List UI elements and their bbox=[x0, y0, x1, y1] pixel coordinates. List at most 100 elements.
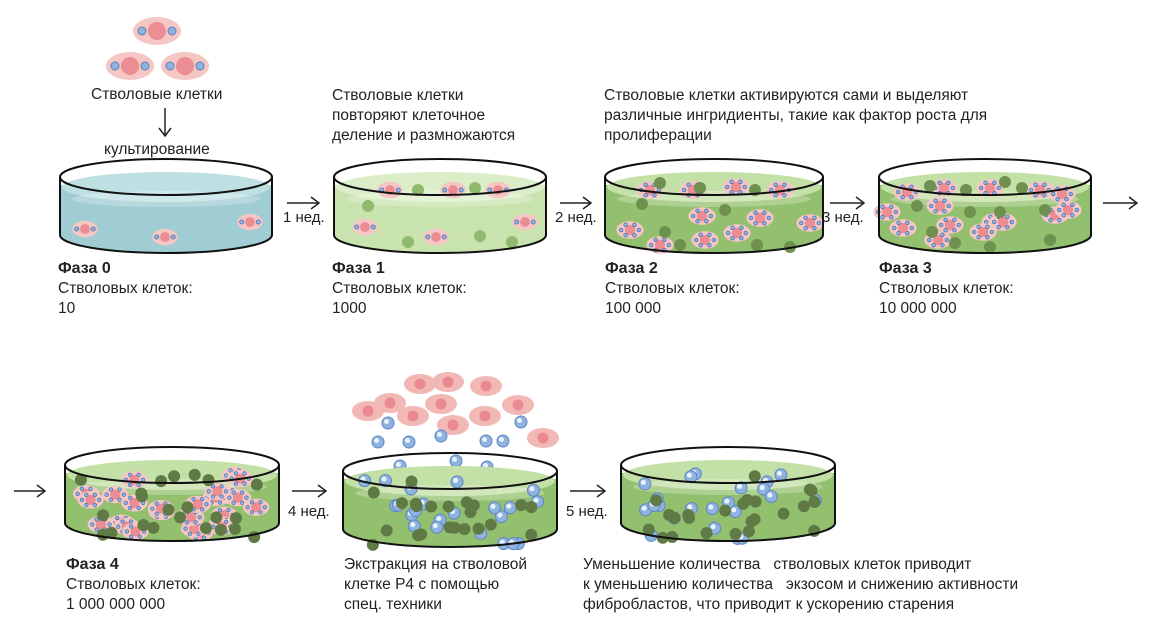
particle-icon bbox=[805, 484, 818, 497]
phase-title: Фаза 4 bbox=[66, 556, 119, 573]
description-line: к уменьшению количества экзосом и снижен… bbox=[583, 576, 1019, 593]
stem-cells-cluster bbox=[106, 17, 209, 80]
particle-icon bbox=[994, 206, 1006, 218]
right-arrow-icon bbox=[560, 196, 593, 210]
particle-icon bbox=[1044, 234, 1056, 246]
particle-icon bbox=[748, 470, 761, 483]
arrow-label-week-5: 5 нед. bbox=[566, 503, 608, 520]
particle-icon bbox=[199, 522, 212, 535]
phase-count-label: Стволовых клеток: bbox=[58, 280, 193, 297]
extracted-cell-icon bbox=[469, 406, 501, 426]
stem-cells-label: Стволовые клетки bbox=[91, 86, 223, 103]
exosome-icon bbox=[764, 490, 778, 504]
exosome-icon bbox=[378, 474, 392, 488]
arrow-label-week-1: 1 нед. bbox=[283, 209, 325, 226]
description-line: спец. техники bbox=[344, 596, 442, 613]
extracted-cell-icon bbox=[432, 372, 464, 392]
stem-cell-icon bbox=[242, 498, 270, 516]
right-arrow-icon bbox=[292, 484, 328, 498]
particle-icon bbox=[412, 529, 425, 542]
description-line: Экстракция на стволовой bbox=[344, 556, 528, 573]
particle-icon bbox=[654, 177, 666, 189]
particle-icon bbox=[105, 526, 118, 539]
particle-icon bbox=[742, 525, 755, 538]
particle-icon bbox=[469, 182, 481, 194]
particle-icon bbox=[155, 475, 168, 488]
particle-icon bbox=[751, 239, 763, 251]
right-arrows bbox=[14, 196, 1139, 498]
stem-cell-icon bbox=[746, 209, 774, 227]
particle-icon bbox=[181, 501, 194, 514]
particle-icon bbox=[442, 500, 455, 513]
particle-icon bbox=[147, 521, 160, 534]
particle-icon bbox=[1039, 204, 1051, 216]
exosome-icon bbox=[479, 434, 493, 448]
particle-icon bbox=[674, 239, 686, 251]
particle-icon bbox=[210, 511, 223, 524]
stem-cell-icon bbox=[976, 179, 1004, 197]
culture-label: культирование bbox=[104, 141, 210, 158]
exosome-icon bbox=[449, 454, 463, 468]
particle-icon bbox=[409, 497, 422, 510]
exosome-icon bbox=[434, 429, 448, 443]
particle-icon bbox=[137, 518, 150, 531]
particle-icon bbox=[525, 528, 538, 541]
particle-icon bbox=[202, 474, 215, 487]
particle-icon bbox=[949, 237, 961, 249]
stem-cell-icon bbox=[616, 221, 644, 239]
stem-cell-icon bbox=[722, 178, 750, 196]
particle-icon bbox=[719, 204, 731, 216]
phase-count: 100 000 bbox=[605, 300, 662, 317]
stem-cell-icon bbox=[204, 482, 231, 500]
phase-count-label: Стволовых клеток: bbox=[879, 280, 1014, 297]
particle-icon bbox=[188, 468, 201, 481]
particle-icon bbox=[515, 499, 528, 512]
particle-icon bbox=[926, 226, 938, 238]
exosome-icon bbox=[638, 477, 652, 491]
stem-cell-icon bbox=[1026, 181, 1054, 199]
particle-icon bbox=[659, 226, 671, 238]
particle-icon bbox=[682, 509, 695, 522]
extracted-cell-icon bbox=[527, 428, 559, 448]
exosome-icon bbox=[381, 416, 395, 430]
exosome-icon bbox=[496, 434, 510, 448]
phase-count: 10 bbox=[58, 300, 76, 317]
stem-cell-icon bbox=[224, 489, 252, 507]
phase-count-label: Стволовых клеток: bbox=[332, 280, 467, 297]
particle-icon bbox=[367, 486, 380, 499]
stem-cell-icon bbox=[237, 213, 263, 231]
particle-icon bbox=[380, 524, 393, 537]
particle-icon bbox=[777, 507, 790, 520]
description-line: Стволовые клетки активируются сами и выд… bbox=[604, 87, 969, 104]
phase-1-info: Фаза 1 Стволовых клеток: 1000 bbox=[332, 259, 467, 319]
phase2-description: Стволовые клетки активируются сами и выд… bbox=[604, 86, 987, 146]
stem-cell-icon bbox=[1054, 201, 1082, 219]
stem-cell-icon bbox=[161, 52, 209, 80]
particle-icon bbox=[668, 511, 681, 524]
particle-icon bbox=[395, 497, 408, 510]
particle-icon bbox=[999, 176, 1011, 188]
particle-icon bbox=[700, 527, 713, 540]
stem-cell-icon bbox=[766, 181, 794, 199]
stem-cell-icon bbox=[969, 223, 997, 241]
particle-icon bbox=[719, 504, 732, 517]
stem-cell-icon bbox=[691, 231, 719, 249]
particle-icon bbox=[412, 184, 424, 196]
exosome-icon bbox=[774, 468, 788, 482]
particle-icon bbox=[737, 497, 750, 510]
stem-cell-icon bbox=[796, 214, 824, 232]
particle-icon bbox=[666, 530, 679, 543]
petri-dish-phase-2 bbox=[604, 158, 824, 254]
stem-cell-icon bbox=[101, 486, 129, 504]
particle-icon bbox=[362, 200, 374, 212]
particle-icon bbox=[650, 494, 663, 507]
petri-dish-phase-0 bbox=[59, 158, 273, 254]
phase-title: Фаза 2 bbox=[605, 260, 658, 277]
stem-cell-icon bbox=[936, 216, 964, 234]
stem-cell-icon bbox=[688, 207, 716, 225]
extracted-cell-icon bbox=[425, 394, 457, 414]
particle-icon bbox=[443, 521, 456, 534]
particle-icon bbox=[74, 473, 87, 486]
exosome-icon bbox=[450, 475, 464, 489]
stem-cell-icon bbox=[77, 491, 104, 509]
